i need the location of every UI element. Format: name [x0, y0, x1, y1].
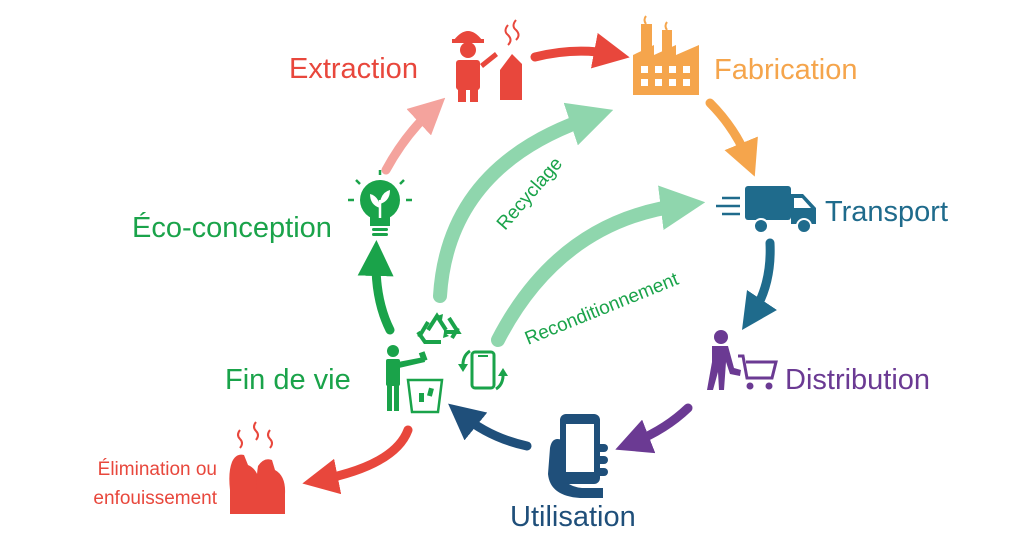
label-fabrication: Fabrication	[714, 54, 857, 86]
trash-disposal-icon	[386, 345, 444, 414]
arrow-distribution-to-utilisation	[615, 403, 693, 454]
lightbulb-plant-icon	[348, 170, 412, 236]
label-elimination-line2: enfouissement	[93, 488, 217, 509]
arrow-utilisation-to-fin-de-vie	[448, 403, 532, 451]
shopping-cart-icon	[707, 330, 778, 390]
label-elimination-line1: Élimination ou	[98, 459, 217, 480]
smartphone-icon	[548, 414, 608, 498]
factory-windows	[641, 66, 690, 86]
label-extraction: Extraction	[289, 53, 418, 85]
waste-bags-icon	[229, 421, 286, 514]
factory-icon	[633, 15, 699, 95]
label-distribution: Distribution	[785, 364, 930, 396]
arrow-extraction-to-fabrication	[530, 32, 630, 69]
phone-refresh-icon	[458, 349, 508, 391]
label-fin-de-vie: Fin de vie	[225, 364, 351, 396]
label-transport: Transport	[825, 196, 948, 228]
arrow-fabrication-to-transport	[705, 98, 758, 177]
label-eco-conception: Éco-conception	[132, 211, 332, 244]
arrow-transport-to-distribution	[742, 238, 777, 330]
truck-icon	[716, 186, 816, 234]
arrow-reconditionnement	[491, 185, 706, 347]
arrow-fin-de-vie-to-eco-conception	[357, 240, 395, 335]
label-utilisation: Utilisation	[510, 501, 636, 533]
miner-icon	[452, 19, 522, 102]
arrow-eco-conception-to-extraction	[381, 97, 446, 175]
recycle-icon	[416, 312, 462, 344]
arrow-fin-de-vie-to-elimination	[302, 425, 413, 495]
arrow-recyclage	[433, 102, 614, 303]
